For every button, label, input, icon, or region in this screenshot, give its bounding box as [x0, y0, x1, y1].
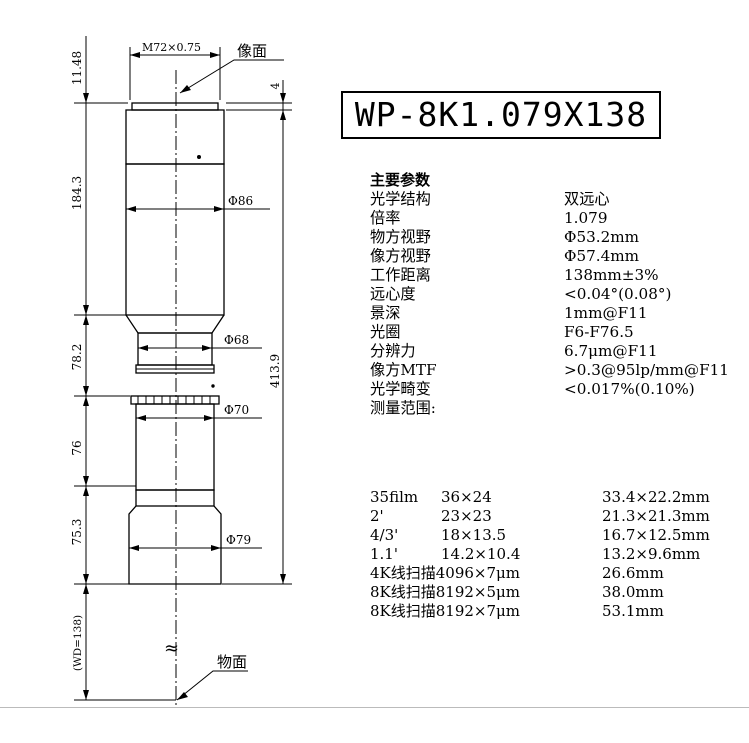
dim-label: 78.2 [70, 344, 84, 371]
spec-value: >0.3@95lp/mm@F11 [564, 361, 729, 379]
spec-row: 分辨力 6.7μm@F11 [370, 342, 729, 361]
spec-value: <0.04°(0.08°) [564, 285, 672, 303]
spec-heading: 主要参数 [370, 171, 431, 189]
diameter-label: Φ68 [224, 333, 249, 347]
format-row: 2' 23×23 21.3×21.3mm [370, 507, 710, 526]
dim-label: 75.3 [70, 519, 84, 546]
index-dot [197, 155, 201, 159]
spec-value: <0.017%(0.10%) [564, 380, 695, 398]
format-row: 35film 36×24 33.4×22.2mm [370, 488, 710, 507]
spec-table: 主要参数 光学结构 双远心 倍率 1.079 物方视野 Φ53.2mm 像方视野 Φ57… [370, 171, 729, 418]
spec-value: 1.079 [564, 209, 608, 227]
spec-value: Φ53.2mm [564, 228, 640, 246]
spec-value: 6.7μm@F11 [564, 342, 658, 360]
spec-row: 像方视野 Φ57.4mm [370, 247, 729, 266]
dim-label: 413.9 [268, 354, 282, 388]
diameter-label: Φ79 [226, 533, 251, 547]
format-name: 4/3' [370, 526, 399, 544]
focus-ring [136, 368, 214, 404]
bottom-divider [0, 707, 749, 708]
spec-row: 光圈 F6-F76.5 [370, 323, 729, 342]
format-name: 4K线扫描4096×7μm [370, 564, 521, 582]
spec-row: 景深 1mm@F11 [370, 304, 729, 323]
spec-row: 光学畸变 <0.017%(0.10%) [370, 380, 729, 399]
format-field: 13.2×9.6mm [602, 545, 701, 563]
format-size: 36×24 [441, 488, 492, 506]
dim-label: 184.3 [70, 176, 84, 210]
image-plane-label: 像面 [237, 42, 267, 60]
diameter-label: Φ70 [224, 403, 249, 417]
spec-key: 像方MTF [370, 361, 437, 379]
format-name: 1.1' [370, 545, 398, 563]
spec-key: 像方视野 [370, 247, 431, 265]
dim-label: (WD=138) [72, 615, 84, 671]
spec-key: 分辨力 [370, 342, 416, 360]
format-field: 21.3×21.3mm [602, 507, 710, 525]
format-row: 4/3' 18×13.5 16.7×12.5mm [370, 526, 710, 545]
dim-label: 4 [269, 83, 282, 90]
spec-value: F6-F76.5 [564, 323, 634, 341]
spec-key: 工作距离 [370, 266, 431, 284]
spec-key: 光学畸变 [370, 380, 431, 398]
format-table: 35film 36×24 33.4×22.2mm 2' 23×23 21.3×21.3m… [370, 488, 710, 621]
break-mark: ≈ [164, 638, 179, 659]
spec-row: 远心度 <0.04°(0.08°) [370, 285, 729, 304]
spec-row: 工作距离 138mm±3% [370, 266, 729, 285]
thread-label: M72×0.75 [142, 41, 201, 54]
spec-value: 双远心 [564, 190, 610, 208]
format-size: 18×13.5 [441, 526, 507, 544]
spec-row: 倍率 1.079 [370, 209, 729, 228]
spec-key: 物方视野 [370, 228, 431, 246]
format-field: 33.4×22.2mm [602, 488, 710, 506]
format-name: 2' [370, 507, 384, 525]
spec-key: 光圈 [370, 323, 401, 341]
format-field: 53.1mm [602, 602, 664, 620]
spec-key: 倍率 [370, 209, 401, 227]
format-row: 8K线扫描8192×5μm 38.0mm [370, 583, 710, 602]
spec-row: 测量范围: [370, 399, 729, 418]
format-row: 8K线扫描8192×7μm 53.1mm [370, 602, 710, 621]
dim-label: 11.48 [70, 51, 84, 85]
spec-value: 1mm@F11 [564, 304, 648, 322]
format-size: 23×23 [441, 507, 492, 525]
diameter-label: Φ86 [228, 194, 253, 208]
spec-key: 景深 [370, 304, 401, 322]
format-size: 14.2×10.4 [441, 545, 521, 563]
spec-value: Φ57.4mm [564, 247, 640, 265]
format-field: 26.6mm [602, 564, 664, 582]
model-title: WP-8K1.079X138 [341, 91, 661, 139]
format-name: 8K线扫描8192×5μm [370, 583, 521, 601]
lens-body [125, 102, 225, 585]
format-name: 35film [370, 488, 419, 506]
spec-key: 测量范围: [370, 399, 436, 417]
format-name: 8K线扫描8192×7μm [370, 602, 521, 620]
format-field: 16.7×12.5mm [602, 526, 710, 544]
spec-row: 像方MTF >0.3@95lp/mm@F11 [370, 361, 729, 380]
spec-value: 138mm±3% [564, 266, 659, 284]
format-row: 4K线扫描4096×7μm 26.6mm [370, 564, 710, 583]
spec-row: 物方视野 Φ53.2mm [370, 228, 729, 247]
spec-row: 光学结构 双远心 [370, 190, 729, 209]
left-dim-ticks [74, 102, 176, 701]
spec-key: 光学结构 [370, 190, 431, 208]
format-field: 38.0mm [602, 583, 664, 601]
format-row: 1.1' 14.2×10.4 13.2×9.6mm [370, 545, 710, 564]
spec-key: 远心度 [370, 285, 416, 303]
object-plane-label: 物面 [217, 653, 247, 671]
dim-label: 76 [70, 440, 84, 455]
